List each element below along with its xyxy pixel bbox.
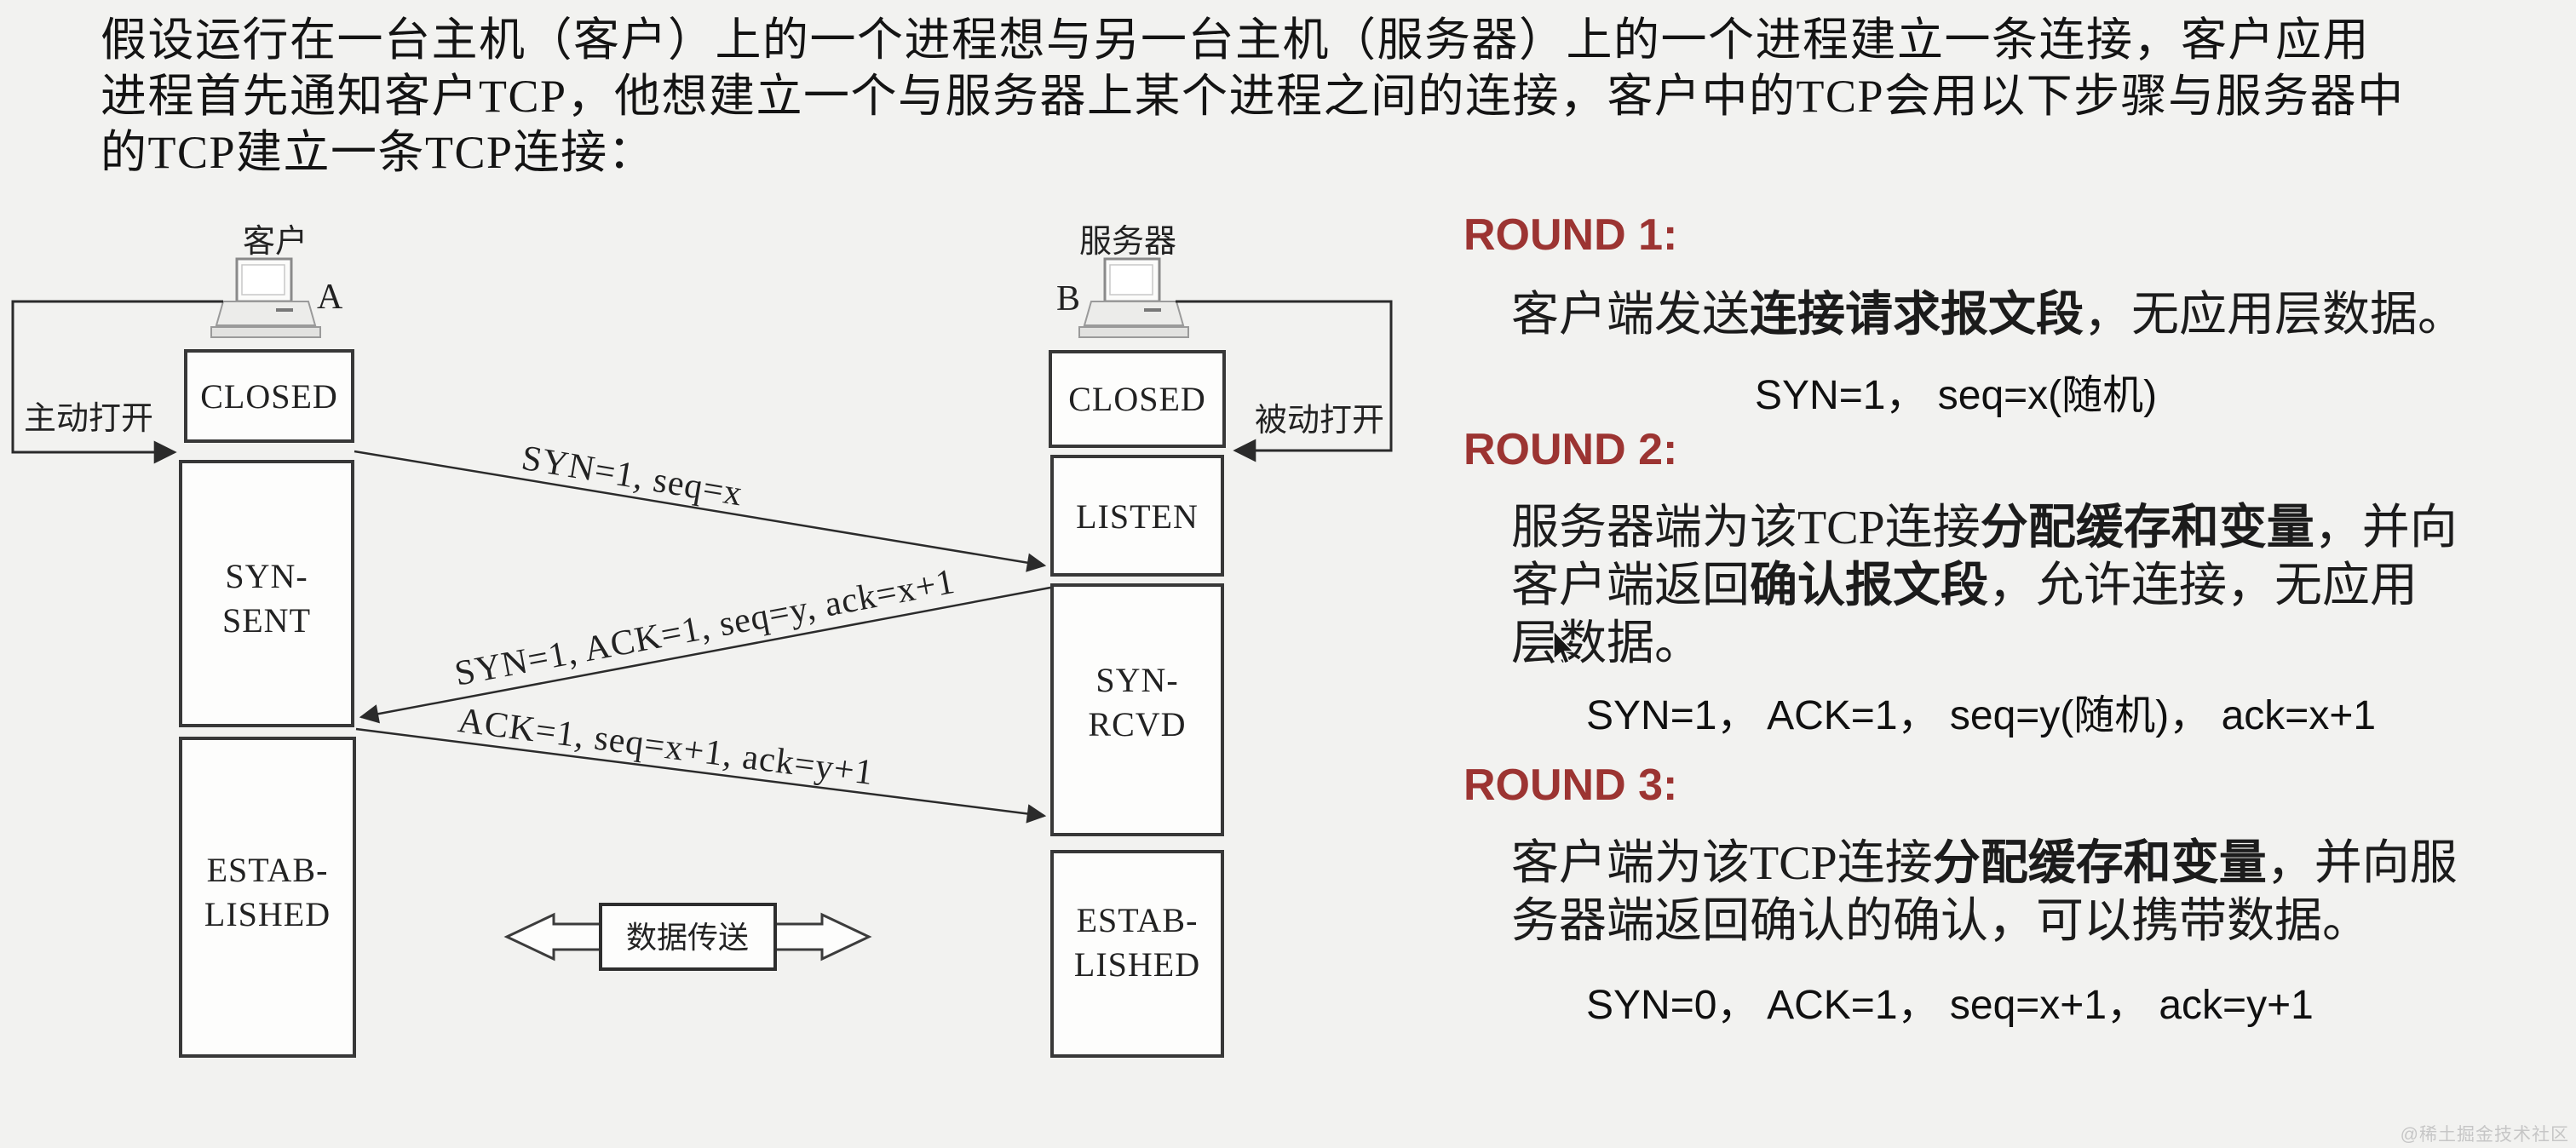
round2-formula: SYN=1， ACK=1， seq=y(随机)， ack=x+1 [1586, 693, 2377, 738]
ack-arrow [355, 727, 1047, 824]
round3-body: 客户端为该TCP连接分配缓存和变量，并向服 务器端返回确认的确认，可以携带数据。 [1511, 835, 2567, 950]
data-transfer-right-arrow-icon [773, 912, 872, 961]
data-transfer-label: 数据传送 [626, 921, 749, 955]
explanation-panel: ROUND 1: 客户端发送连接请求报文段，无应用层数据。 SYN=1， seq… [1457, 0, 2573, 1148]
client-node-label: A [317, 278, 343, 317]
round1-text-bold: 连接请求报文段 [1750, 289, 2084, 342]
server-state-established-line1: ESTAB- [1077, 901, 1199, 939]
round2-text: 层数据。 [1511, 617, 1702, 670]
server-state-closed: CLOSED [1049, 350, 1226, 448]
syn-arrow-label: SYN=1, seq=x [519, 439, 745, 514]
round3-text-bold: 分配缓存和变量 [1932, 837, 2267, 890]
server-state-established: ESTAB- LISHED [1050, 850, 1224, 1058]
server-state-syn-rcvd-line1: SYN- [1095, 661, 1178, 699]
client-state-established-line2: LISHED [204, 895, 331, 933]
round2-text-bold: 确认报文段 [1750, 560, 1988, 612]
round1-body: 客户端发送连接请求报文段，无应用层数据。 [1511, 286, 2567, 344]
client-title: 客户 [243, 224, 308, 260]
syn-ack-arrow [359, 586, 1051, 724]
round3-text: 务器端返回确认的确认，可以携带数据。 [1511, 895, 2370, 948]
server-state-established-line2: LISHED [1074, 945, 1200, 984]
server-node-label: B [1056, 279, 1080, 319]
round3-heading: ROUND 3: [1463, 761, 1678, 810]
intro-paragraph: 假设运行在一台主机（客户）上的一个进程想与另一台主机（服务器）上的一个进程建立一… [101, 12, 2405, 181]
client-state-established-line1: ESTAB- [207, 851, 329, 889]
round1-text: 客户端发送 [1511, 289, 1750, 342]
client-state-closed-label: CLOSED [200, 377, 338, 416]
active-open-connector [11, 300, 223, 464]
server-state-listen-label: LISTEN [1076, 497, 1199, 536]
client-state-syn-sent: SYN- SENT [179, 460, 354, 727]
round1-formula: SYN=1， seq=x(随机) [1755, 373, 2158, 418]
watermark: @稀土掘金技术社区 [2400, 1125, 2569, 1145]
intro-line: 进程首先通知客户TCP，他想建立一个与服务器上某个进程之间的连接，客户中的TCP… [101, 71, 2405, 122]
active-open-label: 主动打开 [24, 401, 153, 437]
round2-text: ，允许连接，无应用 [1988, 560, 2418, 612]
client-state-closed: CLOSED [184, 349, 354, 443]
client-computer-icon [210, 257, 322, 339]
round2-text: 客户端返回 [1511, 560, 1750, 612]
client-state-syn-sent-line1: SYN- [225, 557, 308, 595]
round3-formula: SYN=0， ACK=1， seq=x+1， ack=y+1 [1586, 983, 2314, 1028]
syn-arrow [354, 450, 1047, 572]
client-state-established: ESTAB- LISHED [179, 737, 356, 1058]
syn-ack-arrow-label: SYN=1, ACK=1, seq=y, ack=x+1 [451, 562, 958, 694]
round3-text: 客户端为该TCP连接 [1511, 837, 1933, 890]
round2-text-bold: 分配缓存和变量 [1980, 502, 2314, 554]
round2-text: ，并向 [2314, 502, 2458, 554]
data-transfer: 数据传送 [503, 903, 872, 971]
client-state-syn-sent-line2: SENT [222, 601, 311, 640]
round2-body: 服务器端为该TCP连接分配缓存和变量，并向 客户端返回确认报文段，允许连接，无应… [1511, 499, 2567, 673]
mouse-cursor-icon [1553, 630, 1575, 664]
round1-heading: ROUND 1: [1463, 210, 1678, 260]
data-transfer-left-arrow-icon [503, 912, 602, 961]
intro-line: 假设运行在一台主机（客户）上的一个进程想与另一台主机（服务器）上的一个进程建立一… [101, 14, 2370, 66]
server-title: 服务器 [1079, 224, 1176, 260]
server-state-closed-label: CLOSED [1068, 380, 1206, 418]
ack-arrow-label: ACK=1, seq=x+1, ack=y+1 [456, 701, 876, 793]
server-computer-icon [1078, 257, 1190, 339]
passive-open-connector [1176, 300, 1393, 462]
server-state-listen: LISTEN [1050, 455, 1224, 577]
round2-text: 服务器端为该TCP连接 [1511, 502, 1981, 554]
intro-line: 的TCP建立一条TCP连接： [101, 127, 656, 178]
round1-text: ，无应用层数据。 [2084, 289, 2465, 342]
round2-heading: ROUND 2: [1463, 425, 1678, 474]
tcp-handshake-diagram: 客户 A 服务器 B 主动打开 被动打开 CLOSED SYN- SENT ES… [11, 224, 1393, 1058]
passive-open-label: 被动打开 [1255, 403, 1384, 439]
server-state-syn-rcvd-line2: RCVD [1088, 705, 1186, 743]
round3-text: ，并向服 [2266, 837, 2458, 890]
server-state-syn-rcvd: SYN- RCVD [1050, 583, 1224, 836]
